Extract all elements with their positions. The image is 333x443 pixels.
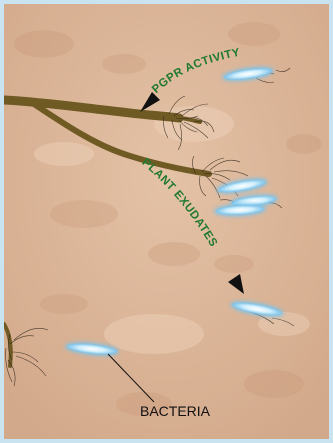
bacteria-label: BACTERIA	[140, 403, 211, 419]
diagram-canvas: PGPR ACTIVITY PLANT EXUDATES BACTERIA	[4, 4, 329, 439]
soil-scene: PGPR ACTIVITY PLANT EXUDATES BACTERIA	[4, 4, 329, 439]
